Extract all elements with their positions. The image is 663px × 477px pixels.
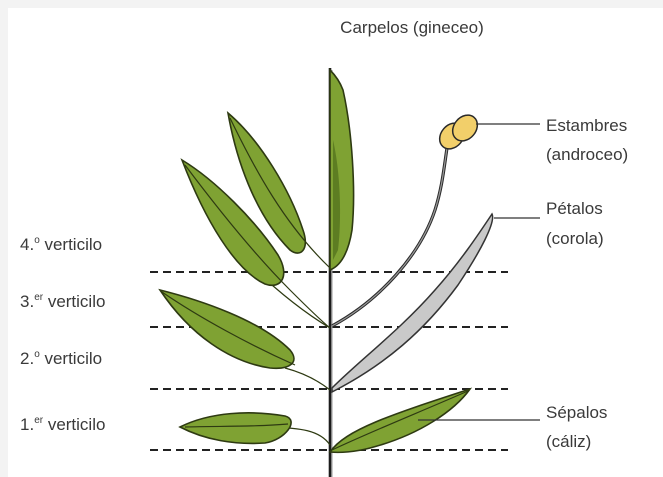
petal-left: [160, 290, 294, 368]
petals-label-line2: (corola): [546, 229, 604, 248]
sepal-left: [180, 413, 291, 444]
whorl-3-label: 3.er verticilo: [20, 292, 105, 311]
petal-right: [332, 214, 493, 392]
whorl-1-label: 1.er verticilo: [20, 415, 105, 434]
anther: [435, 110, 483, 154]
stamens-label-line1: Estambres: [546, 116, 627, 135]
stamens-label-line2: (androceo): [546, 145, 628, 164]
carpels-label: Carpelos (gineceo): [340, 18, 484, 37]
whorl-4-label: 4.o verticilo: [20, 235, 102, 254]
petals-label-line1: Pétalos: [546, 199, 603, 218]
petal-left-stalk: [285, 368, 330, 390]
sepals-label-line1: Sépalos: [546, 403, 607, 422]
sepals-label-line2: (cáliz): [546, 432, 591, 451]
whorl-2-label: 2.o verticilo: [20, 349, 102, 368]
